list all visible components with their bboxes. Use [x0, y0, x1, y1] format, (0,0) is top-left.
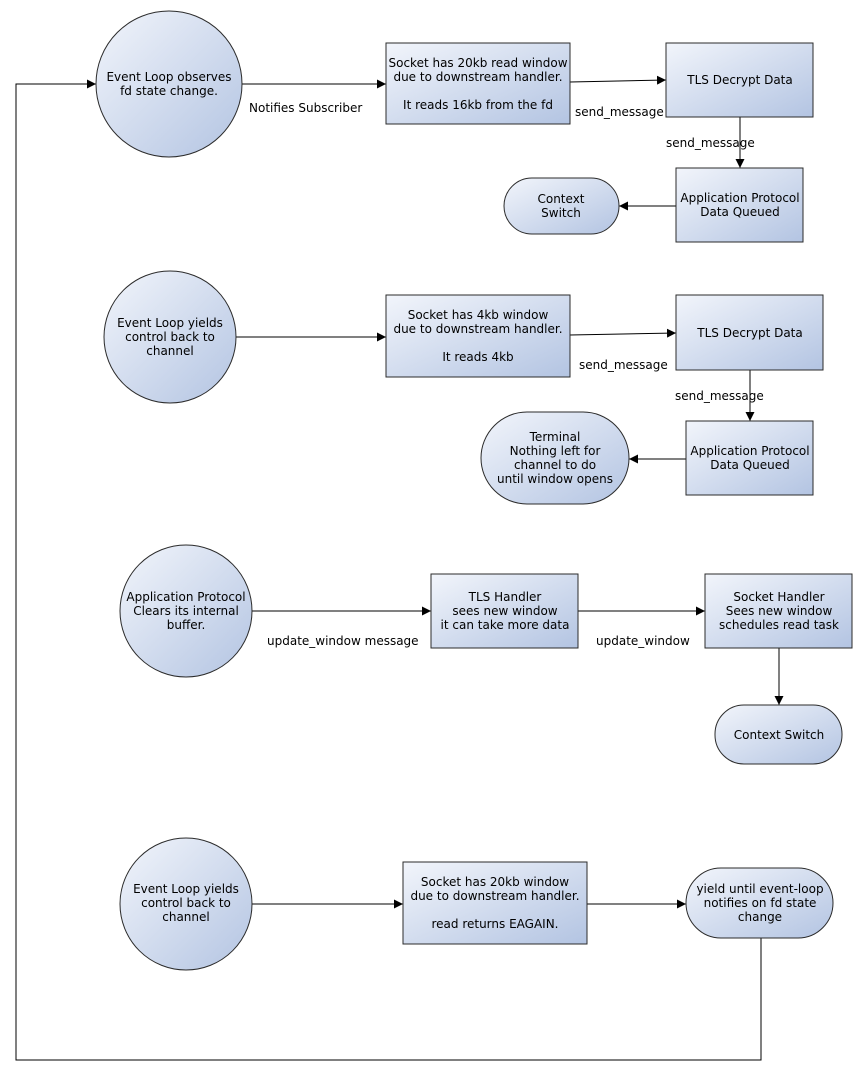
label-line: it can take more data — [441, 618, 570, 632]
node-row1-tls-label: TLS Decrypt Data — [686, 73, 793, 87]
label-line: Event Loop observes — [106, 70, 231, 84]
node-row1-context-switch — [503, 177, 620, 235]
node-row3-tls-handler — [430, 573, 579, 649]
label-line: control back to — [125, 330, 215, 344]
edge-label-notifies-subscriber: Notifies Subscriber — [249, 101, 362, 115]
label-line: fd state change. — [120, 84, 218, 98]
label-line: TLS Decrypt Data — [696, 326, 803, 340]
edge-label-row2-send-message-a: send_message — [579, 358, 668, 372]
edge-label-row2-send-message-b: send_message — [675, 389, 764, 403]
label-line: Switch — [541, 206, 581, 220]
node-row2-terminal — [480, 411, 630, 505]
node-row1-socket — [385, 42, 571, 125]
edge-label-update-window: update_window — [596, 634, 690, 648]
label-line: channel to do — [514, 458, 596, 472]
label-line: Context Switch — [734, 728, 825, 742]
label-line: Socket Handler — [733, 590, 824, 604]
label-line: Nothing left for — [510, 444, 601, 458]
label-line: due to downstream handler. — [393, 322, 562, 336]
label-line: Application Protocol — [126, 590, 245, 604]
label-line: control back to — [141, 896, 231, 910]
node-row4-event-loop — [119, 837, 253, 971]
label-line: until window opens — [497, 472, 613, 486]
label-line: Event Loop yields — [117, 316, 223, 330]
label-line: sees new window — [452, 604, 557, 618]
node-row1-app-protocol — [675, 167, 804, 243]
edge-row2-socket-to-tls — [569, 328, 677, 338]
label-line: Data Queued — [710, 458, 790, 472]
edge-label-row1-send-message-a: send_message — [575, 105, 664, 119]
label-line: It reads 4kb — [442, 350, 513, 364]
node-row4-yield — [685, 867, 834, 939]
label-line: buffer. — [167, 618, 206, 632]
node-row4-socket — [402, 861, 588, 945]
node-row3-socket-handler — [704, 573, 853, 649]
label-line: Context — [537, 192, 584, 206]
node-row3-app-protocol — [119, 544, 253, 678]
label-line: channel — [162, 910, 209, 924]
label-line: due to downstream handler. — [393, 70, 562, 84]
label-line: change — [738, 910, 782, 924]
label-line: read returns EAGAIN. — [431, 917, 558, 931]
node-row2-socket — [385, 294, 571, 378]
label-line: notifies on fd state — [704, 896, 817, 910]
label-line: Event Loop yields — [133, 882, 239, 896]
label-line: schedules read task — [719, 618, 839, 632]
edge-loop-back — [15, 79, 762, 1061]
label-line: Application Protocol — [680, 191, 799, 205]
node-row2-app-protocol — [685, 420, 814, 496]
label-line: Clears its internal — [133, 604, 239, 618]
node-row2-tls-label: TLS Decrypt Data — [696, 326, 803, 340]
label-line: Sees new window — [726, 604, 833, 618]
label-line: Terminal — [529, 430, 581, 444]
node-row1-event-loop — [95, 10, 243, 158]
node-row2-event-loop — [103, 270, 237, 404]
label-line: Data Queued — [700, 205, 780, 219]
node-row2-tls — [675, 294, 824, 371]
node-row3-context-switch — [714, 704, 843, 765]
label-line: It reads 16kb from the fd — [403, 98, 553, 112]
edge-row1-socket-to-tls — [569, 75, 667, 85]
label-line: Application Protocol — [690, 444, 809, 458]
node-row1-tls — [665, 42, 814, 118]
label-line: Socket has 4kb window — [408, 308, 549, 322]
label-line: TLS Handler — [468, 590, 542, 604]
label-line: Socket has 20kb window — [421, 875, 569, 889]
node-row3-context-switch-label: Context Switch — [734, 728, 825, 742]
edge-label-row1-send-message-b: send_message — [666, 136, 755, 150]
edge-label-update-window-message: update_window message — [267, 634, 419, 648]
label-line: channel — [146, 344, 193, 358]
label-line: TLS Decrypt Data — [686, 73, 793, 87]
label-line: due to downstream handler. — [410, 889, 579, 903]
label-line: yield until event-loop — [696, 882, 823, 896]
label-line: Socket has 20kb read window — [388, 56, 567, 70]
